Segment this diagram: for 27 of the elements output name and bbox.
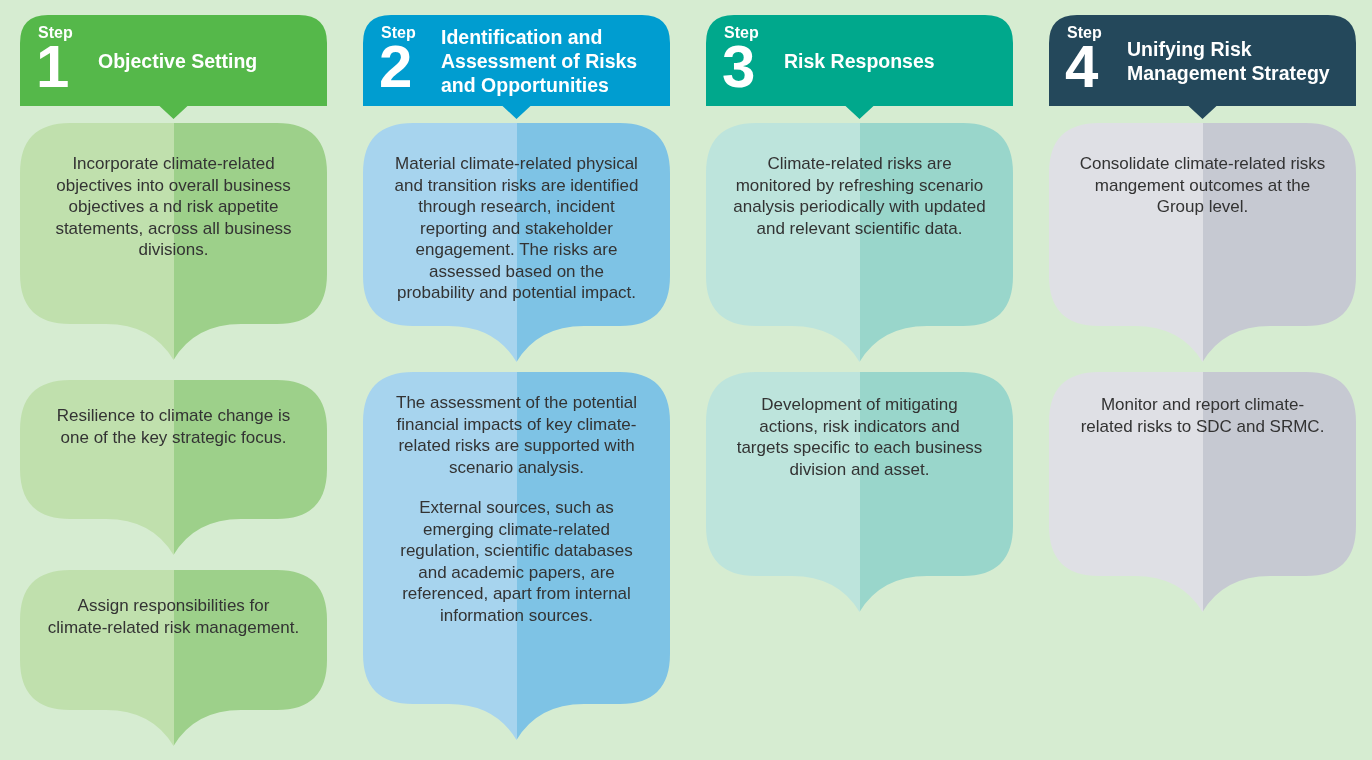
body-text: The assessment of the potential financial impacts of key climate-related risks are supported with scenario analysis. xyxy=(395,392,638,478)
speech-bubble xyxy=(1049,372,1356,612)
body-text: Assign responsibilities for climate-related risk management. xyxy=(46,595,301,638)
step-title: Risk Responses xyxy=(784,48,936,74)
speech-bubble xyxy=(363,372,670,740)
body-text: Incorporate climate-related objectives into overall business objectives a nd risk appetite statements, across all business divisions. xyxy=(54,153,293,261)
body-text: Development of mitigating actions, risk indicators and targets specific to each business division and asset. xyxy=(735,394,984,480)
speech-bubble xyxy=(20,123,327,360)
body-text: External sources, such as emerging climate-related regulation, scientific databases and academic papers, are referenced, apart from internal information sources. xyxy=(399,497,634,626)
step-title: Identification and Assessment of Risks and Opportunities xyxy=(441,24,639,98)
step-header xyxy=(1049,15,1356,119)
step-header xyxy=(706,15,1013,119)
speech-bubble xyxy=(20,570,327,746)
body-text: Monitor and report climate-related risks to SDC and SRMC. xyxy=(1079,394,1326,437)
step-title: Objective Setting xyxy=(98,48,259,74)
body-text: Material climate-related physical and transition risks are identified through research, incident reporting and stakeholder engagement. The risks are assessed based on the probability and potential impact. xyxy=(393,153,640,304)
step-header xyxy=(20,15,327,119)
speech-bubble xyxy=(706,372,1013,612)
step-header xyxy=(363,15,670,119)
body-text: Consolidate climate-related risks mangement outcomes at the Group level. xyxy=(1078,153,1327,218)
speech-bubble xyxy=(363,123,670,362)
body-text: Resilience to climate change is one of the key strategic focus. xyxy=(55,405,292,448)
step-title: Unifying Risk Management Strategy xyxy=(1127,36,1331,86)
body-text: Climate-related risks are monitored by refreshing scenario analysis periodically with updated and relevant scientific data. xyxy=(732,153,987,239)
speech-bubble xyxy=(706,123,1013,362)
speech-bubble xyxy=(20,380,327,555)
speech-bubble xyxy=(1049,123,1356,362)
